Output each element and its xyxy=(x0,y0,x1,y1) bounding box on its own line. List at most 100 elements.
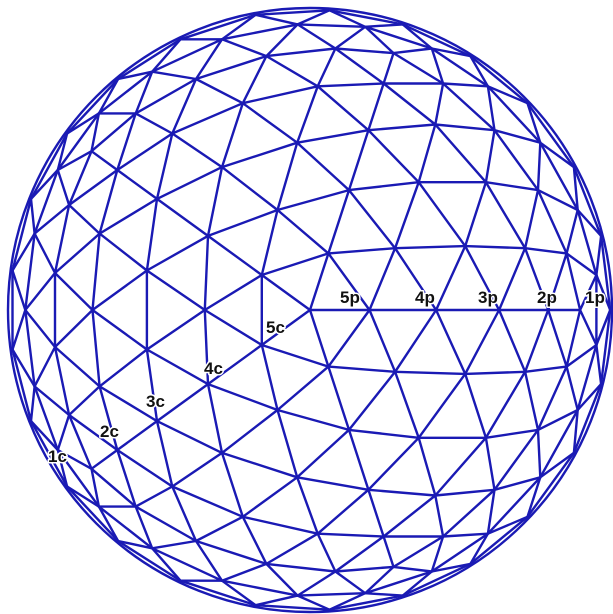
mesh-edge xyxy=(98,385,159,423)
mesh-edge xyxy=(53,232,101,275)
mesh-edge xyxy=(241,101,299,144)
mesh-edge xyxy=(572,165,579,212)
mesh-edge xyxy=(393,370,467,376)
mesh-edge xyxy=(430,532,490,573)
mesh-edge xyxy=(65,485,101,508)
mesh-edge xyxy=(367,488,437,497)
mesh-edge xyxy=(565,308,582,368)
mesh-edge xyxy=(150,70,198,81)
mesh-edge xyxy=(316,488,370,535)
mesh-edge xyxy=(523,246,568,255)
mesh-edge xyxy=(486,488,496,535)
mesh-edge xyxy=(254,9,331,17)
mesh-edge xyxy=(393,244,467,250)
mesh-edge xyxy=(364,23,404,28)
mesh-edge xyxy=(150,539,198,550)
label-2c: 2c xyxy=(100,422,119,441)
mesh-edge xyxy=(401,23,433,50)
mesh-edge xyxy=(90,149,119,172)
mesh-edge xyxy=(469,515,529,566)
mesh-edge xyxy=(97,70,154,115)
mesh-edge xyxy=(368,308,397,373)
mesh-edge xyxy=(155,132,174,201)
mesh-edge xyxy=(98,385,119,452)
mesh-edge xyxy=(484,428,540,439)
mesh-edge xyxy=(203,234,210,312)
mesh-edge xyxy=(171,451,224,488)
mesh-edge xyxy=(98,232,149,272)
mesh-edge xyxy=(430,47,490,88)
mesh-edge xyxy=(29,168,59,201)
mesh-edge xyxy=(220,38,268,58)
mesh-edge xyxy=(29,132,69,201)
mesh-edge xyxy=(98,197,159,235)
mesh-edge xyxy=(484,180,540,192)
label-3c: 3c xyxy=(146,392,165,411)
mesh-edge xyxy=(241,85,319,105)
mesh-edge xyxy=(572,165,603,238)
mesh-edge xyxy=(497,308,527,373)
mesh-edge xyxy=(382,535,395,569)
mesh-edge xyxy=(316,532,385,538)
mesh-edge xyxy=(434,82,445,126)
mesh-edge xyxy=(265,23,299,58)
label-4p: 4p xyxy=(415,288,435,307)
mesh-edge xyxy=(11,197,33,272)
mesh-edge xyxy=(392,47,433,55)
mesh-edge xyxy=(599,234,612,312)
mesh-edge xyxy=(364,565,395,595)
mesh-edge xyxy=(260,273,312,312)
mesh-edge xyxy=(434,244,467,312)
mesh-edge xyxy=(523,308,550,373)
mesh-edge xyxy=(203,273,263,312)
mesh-edge xyxy=(417,180,467,248)
label-4c: 4c xyxy=(204,359,223,378)
mesh-edge xyxy=(90,112,137,153)
mesh-edge xyxy=(523,246,550,312)
mesh-edge xyxy=(11,348,36,388)
mesh-edge xyxy=(134,485,174,508)
mesh-edge xyxy=(296,128,370,144)
mesh-edge xyxy=(441,532,490,538)
mesh-edge xyxy=(572,408,579,455)
mesh-edge xyxy=(194,539,268,566)
mesh-edge xyxy=(171,101,245,135)
mesh-edge xyxy=(206,382,224,455)
mesh-edge xyxy=(484,436,496,491)
mesh-edge xyxy=(493,428,540,491)
mesh-edge xyxy=(56,149,93,172)
mesh-edge xyxy=(493,128,542,144)
mesh-edge xyxy=(327,365,351,432)
mesh-edge xyxy=(536,428,542,479)
mesh-edge xyxy=(434,123,496,132)
mesh-edge xyxy=(364,570,433,595)
mesh-edge xyxy=(417,436,437,497)
mesh-edge xyxy=(254,604,331,611)
mesh-edge xyxy=(434,308,467,376)
mesh-edge xyxy=(486,515,529,535)
mesh-edge xyxy=(67,413,93,470)
mesh-edge xyxy=(469,54,529,105)
mesh-edge xyxy=(276,408,299,479)
mesh-edge xyxy=(67,149,93,207)
mesh-edge xyxy=(493,128,540,192)
mesh-edge xyxy=(33,385,71,417)
mesh-edge xyxy=(33,232,57,275)
mesh-edge xyxy=(539,141,576,169)
mesh-edge xyxy=(220,579,299,597)
mesh-edge xyxy=(116,448,174,488)
mesh-edge xyxy=(367,128,420,184)
mesh-edge xyxy=(254,594,299,607)
mesh-edge xyxy=(296,428,351,479)
mesh-edge xyxy=(56,168,71,207)
mesh-edge xyxy=(24,271,57,312)
mesh-edge xyxy=(220,13,257,41)
mesh-edge xyxy=(53,308,94,349)
mesh-edge xyxy=(194,515,245,543)
mesh-edge xyxy=(595,308,612,347)
mesh-edge xyxy=(155,197,210,238)
mesh-edge xyxy=(56,132,69,172)
mesh-edge xyxy=(65,485,120,543)
mesh-edge xyxy=(565,252,582,312)
mesh-edge xyxy=(595,343,603,386)
